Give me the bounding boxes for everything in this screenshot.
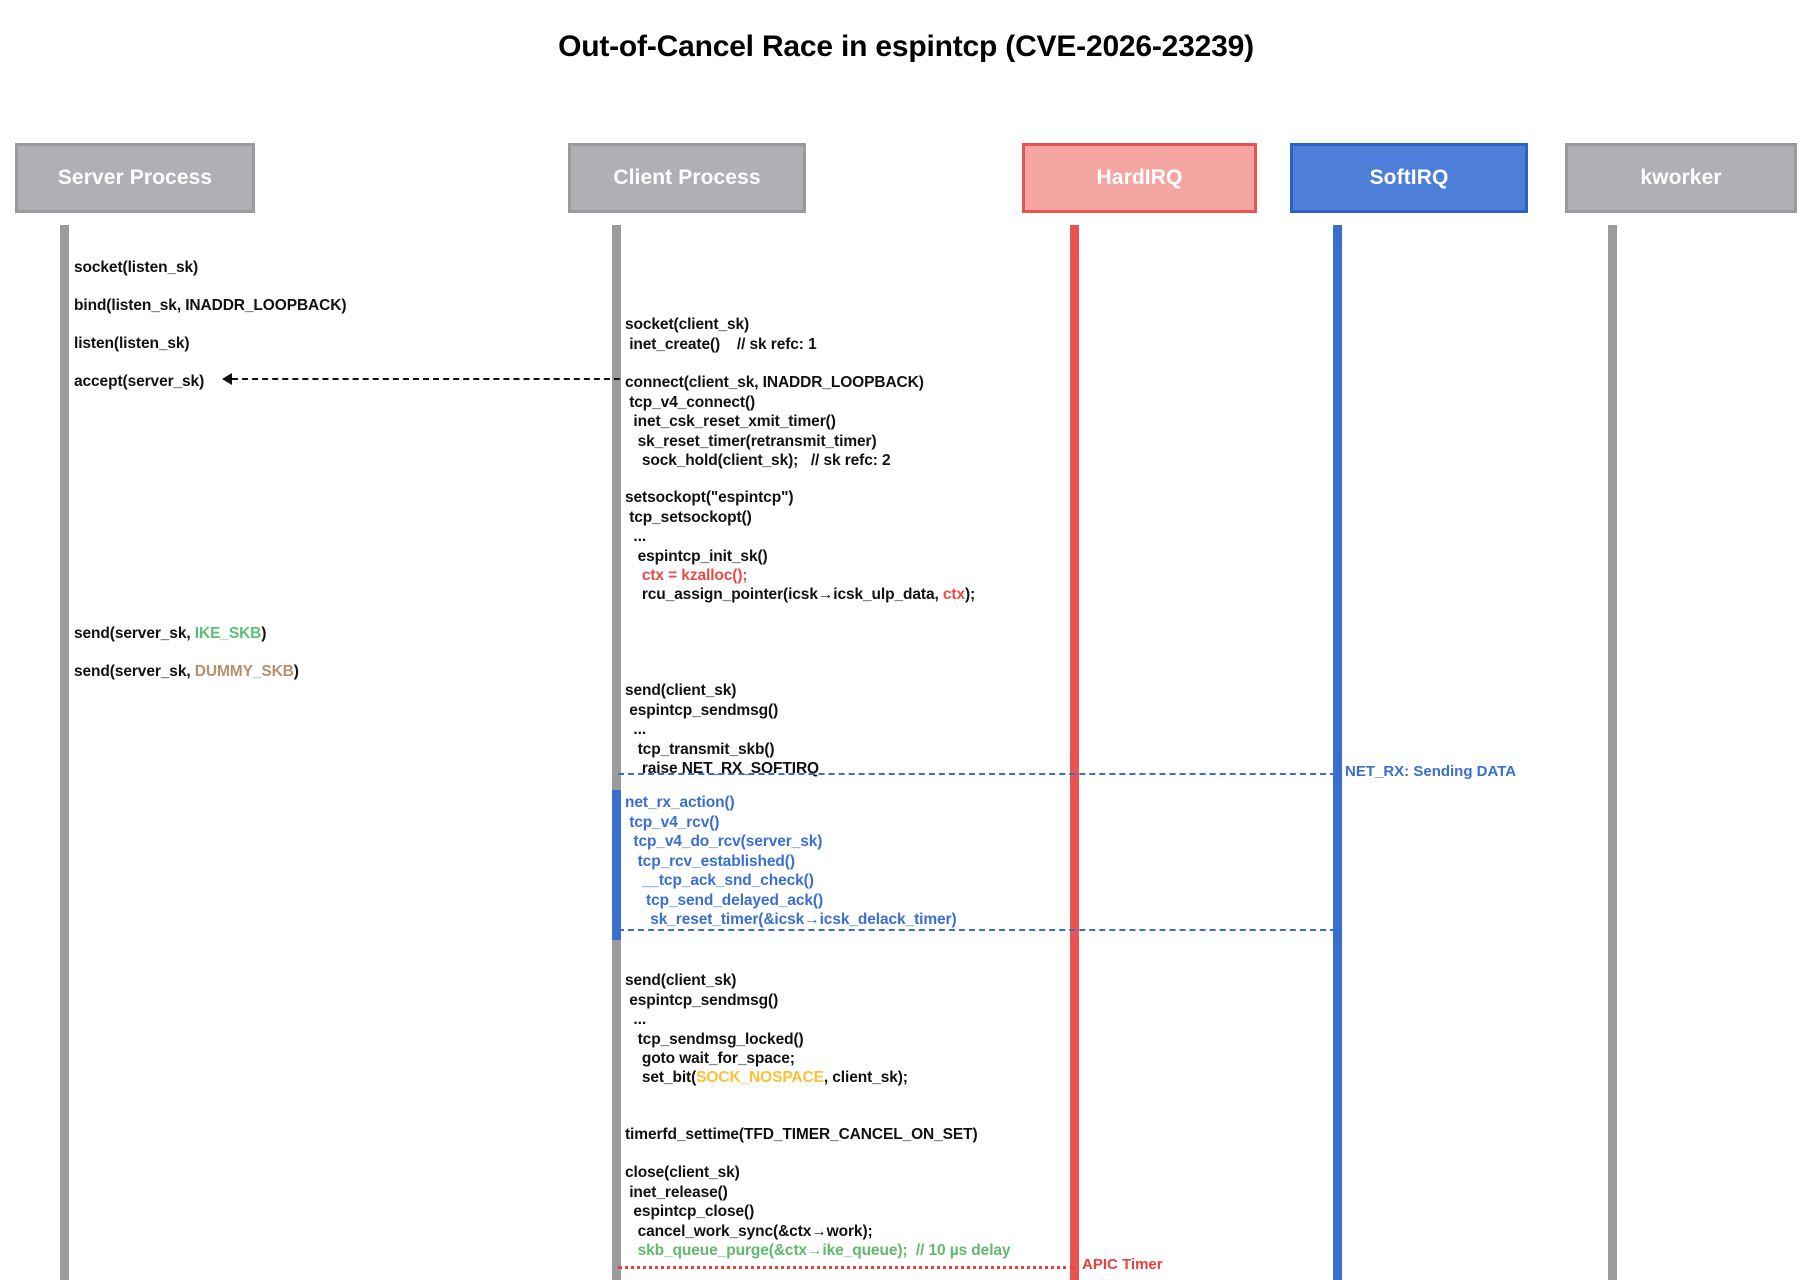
client-send2-block: send(client_sk) espintcp_sendmsg() ... t… [625, 972, 804, 1067]
actor-hardirq-label: HardIRQ [1096, 166, 1183, 189]
client-rcu-assign-pointer: rcu_assign_pointer(icsk→icsk_ulp_data, c… [625, 585, 975, 605]
server-send-ike-token: IKE_SKB [194, 625, 262, 642]
lifeline-softirq [1333, 225, 1342, 1280]
message-apic-timer [618, 1266, 1074, 1269]
client-timerfd-settime: timerfd_settime(TFD_TIMER_CANCEL_ON_SET) [625, 1126, 978, 1143]
client-set-bit-nospace: set_bit(SOCK_NOSPACE, client_sk); [625, 1068, 908, 1088]
client-rcu-assign-suffix: ); [965, 586, 976, 603]
actor-hardirq[interactable]: HardIRQ [1022, 143, 1257, 213]
client-rcu-assign-prefix: rcu_assign_pointer(icsk→icsk_ulp_data, [625, 586, 943, 603]
client-connect-block: connect(client_sk, INADDR_LOOPBACK) tcp_… [625, 374, 924, 469]
lifeline-server-process [60, 225, 69, 1280]
server-accept-call: accept(server_sk) [74, 373, 205, 390]
message-apic-timer-label: APIC Timer [1082, 1256, 1163, 1273]
client-close-block: close(client_sk) inet_release() espintcp… [625, 1164, 873, 1240]
server-socket-call: socket(listen_sk) [74, 259, 199, 276]
server-bind-call: bind(listen_sk, INADDR_LOOPBACK) [74, 297, 347, 314]
server-send-ike-prefix: send(server_sk, [74, 625, 195, 642]
client-rcu-assign-ctx-token: ctx [942, 586, 965, 603]
actor-client-process-label: Client Process [613, 166, 761, 189]
message-net-rx-label: NET_RX: Sending DATA [1345, 763, 1517, 780]
lifeline-hardirq [1070, 225, 1079, 1280]
softirq-call-stack: net_rx_action() tcp_v4_rcv() tcp_v4_do_r… [625, 794, 957, 928]
actor-softirq[interactable]: SoftIRQ [1290, 143, 1528, 213]
message-net-rx-softirq [618, 773, 1336, 775]
actor-server-process-label: Server Process [57, 166, 213, 189]
message-softirq-return [618, 929, 1336, 931]
activation-softirq-stack [612, 790, 621, 940]
client-socket-block: socket(client_sk) inet_create() // sk re… [625, 316, 817, 353]
server-send-dummy-suffix: ) [293, 663, 299, 680]
activation-client-process [612, 225, 621, 1280]
client-skb-queue-purge: skb_queue_purge(&ctx→ike_queue); // 10 µ… [625, 1242, 1011, 1259]
actor-server-process[interactable]: Server Process [15, 143, 255, 213]
server-send-dummy: send(server_sk, DUMMY_SKB) [74, 662, 299, 682]
client-set-bit-suffix: , client_sk); [823, 1069, 908, 1086]
actor-kworker[interactable]: kworker [1565, 143, 1797, 213]
page-title: Out-of-Cancel Race in espintcp (CVE-2026… [558, 30, 1254, 63]
client-setsockopt-block: setsockopt("espintcp") tcp_setsockopt() … [625, 489, 794, 565]
server-send-ike: send(server_sk, IKE_SKB) [74, 624, 266, 644]
server-listen-call: listen(listen_sk) [74, 335, 190, 352]
actor-kworker-label: kworker [1640, 166, 1722, 189]
actor-client-process[interactable]: Client Process [568, 143, 806, 213]
server-send-dummy-token: DUMMY_SKB [194, 663, 294, 680]
client-send1-block: send(client_sk) espintcp_sendmsg() ... t… [625, 682, 819, 777]
client-set-bit-prefix: set_bit( [625, 1069, 697, 1086]
lifeline-kworker [1608, 225, 1617, 1280]
arrowhead-accept-icon [222, 373, 232, 385]
client-ctx-kzalloc: ctx = kzalloc(); [625, 567, 748, 584]
server-send-dummy-prefix: send(server_sk, [74, 663, 195, 680]
message-connect-to-accept [232, 378, 620, 380]
server-send-ike-suffix: ) [261, 625, 267, 642]
client-set-bit-token: SOCK_NOSPACE [696, 1069, 824, 1086]
actor-softirq-label: SoftIRQ [1369, 166, 1449, 189]
